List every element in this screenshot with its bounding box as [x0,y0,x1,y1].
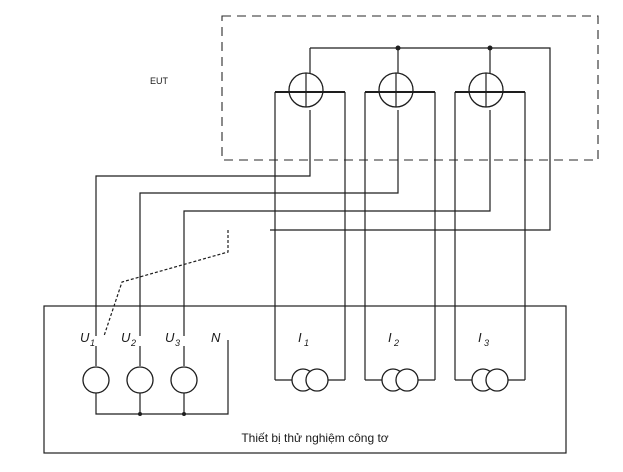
neutral-label: N [211,330,221,345]
test-equipment-label: Thiết bị thử nghiệm công tơ [241,431,388,445]
u3-sub: 3 [175,338,180,348]
current-terminal-i3: I 3 [478,330,489,348]
voltage-terminal-u3: U 3 [165,330,180,348]
i2-sub: 2 [393,338,399,348]
i3-sub: 3 [484,338,489,348]
u2-letter: U [121,330,131,345]
voltage-wires [95,110,491,337]
current-loop-wires [274,92,526,380]
i1-letter: I [298,330,302,345]
i2-letter: I [388,330,392,345]
voltage-terminal-u1: U 1 [80,330,95,348]
voltage-source-1 [82,366,110,394]
voltage-terminal-u2: U 2 [121,330,136,348]
u1-sub: 1 [90,338,95,348]
i3-letter: I [478,330,482,345]
current-terminal-i1: I 1 [298,330,309,348]
i1-sub: 1 [304,338,309,348]
voltage-sources [82,340,229,416]
current-terminal-i2: I 2 [388,330,399,348]
voltage-source-3 [170,366,198,394]
eut-voltage-bus [270,45,551,231]
u1-letter: U [80,330,90,345]
eut-current-coil-1 [288,72,324,108]
eut-current-coil-2 [378,72,414,108]
current-source-2 [365,368,435,392]
eut-label: EUT [150,76,169,86]
current-source-1 [275,368,345,392]
test-equipment-box [43,305,567,454]
u2-sub: 2 [130,338,136,348]
current-source-3 [455,368,525,392]
u3-letter: U [165,330,175,345]
voltage-source-2 [126,366,154,394]
eut-current-coil-3 [468,72,504,108]
